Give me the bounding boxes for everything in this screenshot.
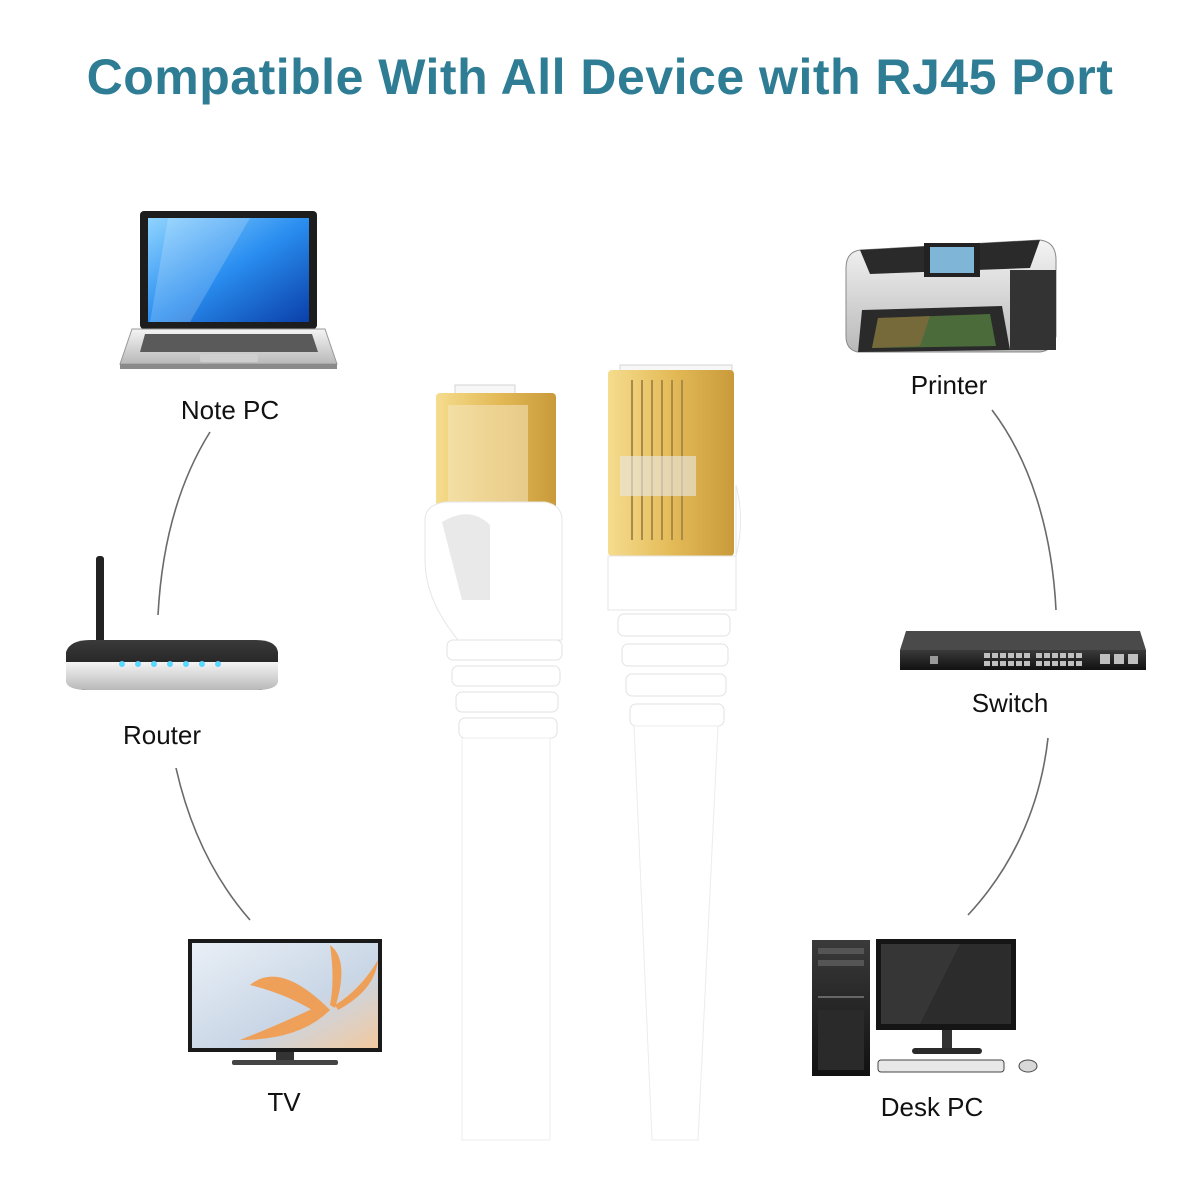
switch-label: Switch	[971, 688, 1049, 718]
rj45-connector-right	[607, 364, 741, 1141]
rj45-connector-left	[424, 384, 563, 1141]
arc-switch-deskpc	[967, 737, 1049, 916]
network-switch-icon	[900, 631, 1146, 670]
headline: Compatible With All Device with RJ45 Por…	[86, 49, 1114, 105]
tv-label: TV	[267, 1087, 301, 1117]
laptop-icon	[119, 211, 338, 369]
connection-arcs	[157, 409, 1057, 921]
router-label: Router	[122, 720, 202, 750]
printer-icon	[845, 239, 1057, 353]
arc-printer-switch	[991, 409, 1057, 611]
desktop-pc-icon	[812, 939, 1038, 1076]
desk-pc-label: Desk PC	[880, 1092, 984, 1122]
arc-notepc-router	[157, 431, 211, 616]
printer-label: Printer	[910, 370, 988, 400]
arc-router-tv	[175, 767, 251, 921]
note-pc-label: Note PC	[180, 395, 280, 425]
router-icon	[66, 556, 278, 690]
tv-icon	[188, 939, 382, 1065]
